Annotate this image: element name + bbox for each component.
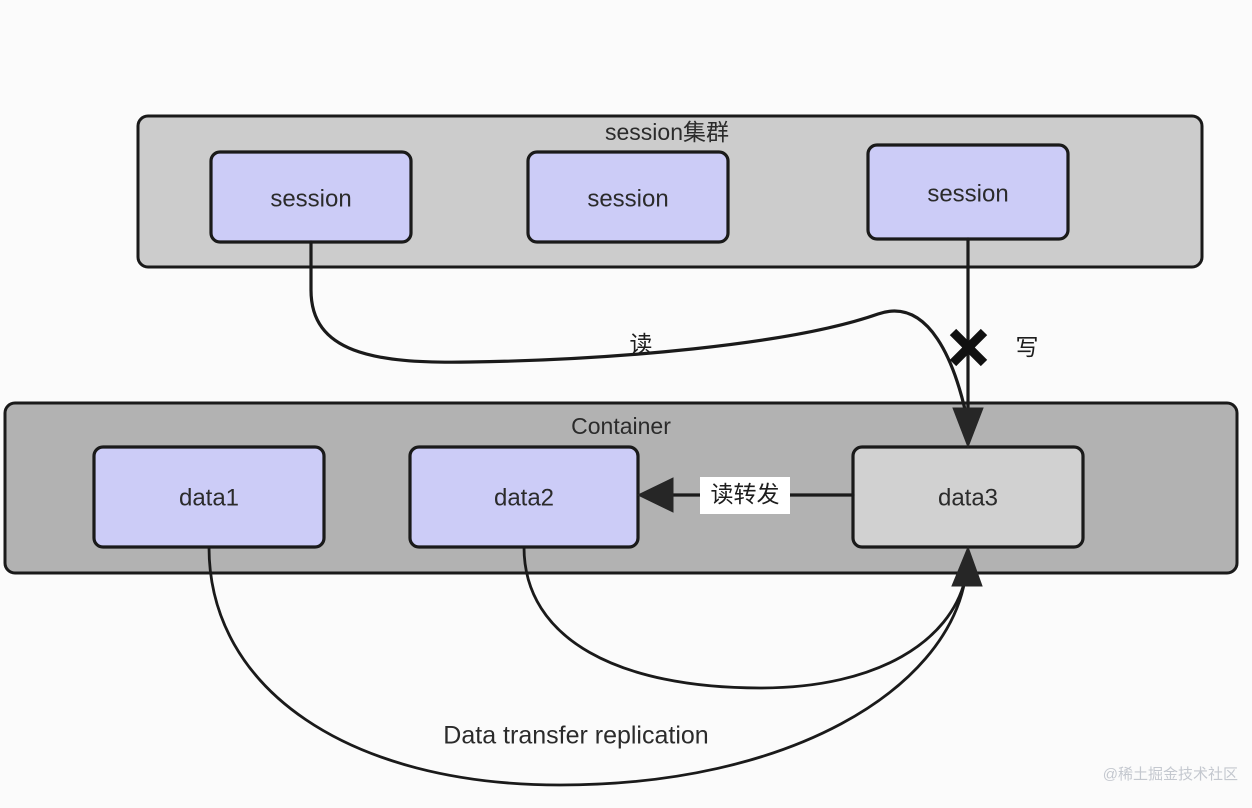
- data3-bottom-arrowhead: [951, 545, 983, 587]
- edge-replication-data2[interactable]: [522, 545, 967, 690]
- replication-edge-label: Data transfer replication: [443, 722, 708, 750]
- data1-label: data1: [179, 484, 239, 511]
- edge-read-forward[interactable]: 读转发: [636, 477, 855, 514]
- node-session-1[interactable]: session: [209, 150, 413, 244]
- session-cluster-label: session集群: [605, 119, 729, 145]
- node-data2[interactable]: data2: [408, 445, 640, 549]
- node-session-3[interactable]: session: [866, 143, 1070, 241]
- session-2-rect[interactable]: [526, 150, 730, 244]
- session-3-label: session: [927, 180, 1008, 207]
- node-session-2[interactable]: session: [526, 150, 730, 244]
- data2-label: data2: [494, 484, 554, 511]
- read-forward-label-bg: [700, 477, 790, 514]
- read-edge-path[interactable]: [309, 240, 968, 416]
- edge-replication-data1[interactable]: Data transfer replication: [207, 545, 967, 787]
- node-data1[interactable]: data1: [92, 445, 326, 549]
- replication-data2-path[interactable]: [522, 545, 967, 690]
- node-data3[interactable]: data3: [851, 445, 1085, 549]
- edge-write[interactable]: 写: [966, 237, 1039, 416]
- container-label: Container: [571, 413, 671, 439]
- session-2-label: session: [587, 185, 668, 212]
- read-edge-label: 读: [630, 331, 653, 357]
- data3-top-arrowhead: [952, 407, 984, 449]
- write-edge-label: 写: [1016, 334, 1039, 360]
- watermark-label: @稀土掘金技术社区: [1103, 766, 1238, 783]
- session-1-label: session: [270, 185, 351, 212]
- read-forward-edge-label: 读转发: [711, 481, 780, 507]
- replication-data1-path[interactable]: [207, 545, 967, 787]
- edge-read[interactable]: 读: [309, 240, 968, 416]
- data2-right-arrowhead: [636, 477, 674, 513]
- data3-label: data3: [938, 484, 998, 511]
- write-blocked-cross-icon: [949, 328, 988, 367]
